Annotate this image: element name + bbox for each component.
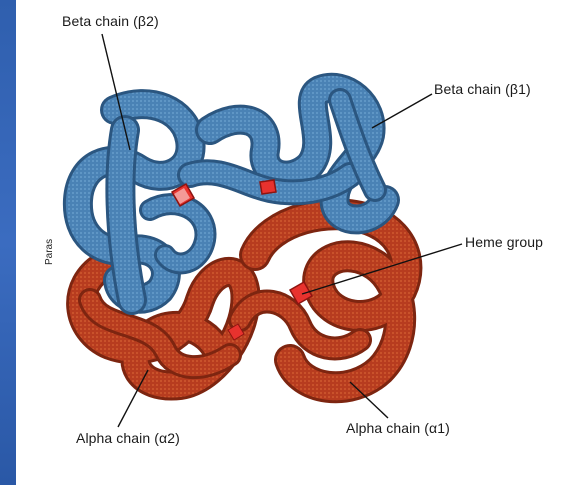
label-alpha-chain-2: Alpha chain (α2) [76,430,180,446]
beta-chain-1 [190,88,385,220]
label-alpha-chain-1: Alpha chain (α1) [346,420,450,436]
label-beta-chain-1: Beta chain (β1) [434,81,531,97]
image-credit: Paras [44,239,55,265]
alpha-chain-1 [240,214,406,387]
label-heme-group: Heme group [465,234,543,250]
label-beta-chain-2: Beta chain (β2) [62,13,159,29]
